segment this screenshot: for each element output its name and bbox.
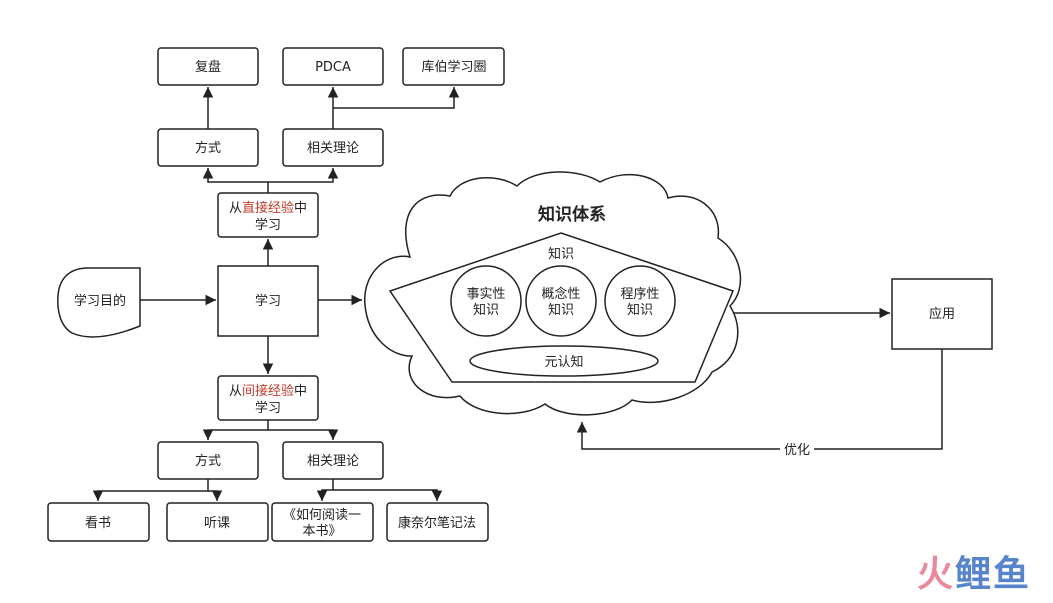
- knowledge-label: 知识: [548, 246, 574, 262]
- edge-fangshi-tingke: [208, 490, 223, 501]
- meta-ellipse: [469, 345, 659, 377]
- fangshi-bottom-label: 方式: [195, 453, 221, 469]
- factual-label: 事实性: [466, 287, 505, 302]
- learn-label: 学习: [255, 293, 281, 309]
- pdca-box: [282, 47, 384, 86]
- edge-indirect-lilun: [268, 429, 339, 440]
- goal-label: 学习目的: [74, 293, 126, 309]
- fangshi-top-label: 方式: [195, 140, 221, 156]
- edge-apply-optimize: [576, 349, 943, 450]
- indirect-label-line2: 学习: [255, 400, 281, 416]
- knowledge-pentagon: [388, 232, 735, 383]
- pdca-label: PDCA: [315, 60, 351, 75]
- factual-circle: [450, 265, 522, 337]
- procedural-label-line2: 知识: [627, 302, 653, 318]
- fupan-label: 复盘: [195, 59, 221, 75]
- lilun-top-label: 相关理论: [307, 141, 359, 156]
- tingke-box: [166, 502, 269, 542]
- kolb-box: [402, 47, 505, 86]
- edge-lilun-cornell: [333, 489, 443, 501]
- book-box: [271, 502, 374, 542]
- cornell-label: 康奈尔笔记法: [398, 515, 476, 531]
- knowledge-cloud: [364, 171, 742, 416]
- book-label: 《如何阅读一: [283, 507, 361, 523]
- kanshu-box: [47, 502, 150, 542]
- cornell-box: [386, 502, 489, 542]
- optimize-label: 优化: [784, 443, 810, 458]
- tingke-label: 听课: [204, 516, 230, 531]
- knowledge-title: 知识体系: [537, 204, 606, 225]
- direct-label-line2: 学习: [255, 217, 281, 233]
- edge-indirect-fangshi: [202, 420, 269, 440]
- watermark-logo: 火鲤鱼: [916, 554, 1031, 595]
- indirect-label: 从间接经验中: [229, 383, 307, 399]
- conceptual-label-line2: 知识: [548, 302, 574, 318]
- conceptual-circle: [525, 265, 597, 337]
- edge-lilun-kolb: [333, 87, 460, 109]
- book-label-line2: 本书》: [302, 524, 341, 539]
- goal-shape: [57, 267, 141, 338]
- kanshu-label: 看书: [85, 515, 111, 531]
- edge-direct-lilun: [268, 168, 339, 183]
- procedural-label: 程序性: [620, 287, 659, 302]
- meta-label: 元认知: [544, 354, 583, 370]
- edge-fangshi-kanshu: [92, 479, 209, 501]
- edge-direct-split: [202, 168, 269, 193]
- apply-label: 应用: [929, 306, 955, 322]
- procedural-circle: [604, 265, 676, 337]
- factual-label-line2: 知识: [473, 302, 499, 318]
- kolb-label: 库伯学习圈: [421, 59, 486, 75]
- direct-label: 从直接经验中: [229, 200, 307, 216]
- conceptual-label: 概念性: [541, 286, 580, 302]
- edge-lilun-book: [316, 479, 334, 501]
- fupan-box: [157, 47, 259, 86]
- lilun-bottom-label: 相关理论: [307, 454, 359, 469]
